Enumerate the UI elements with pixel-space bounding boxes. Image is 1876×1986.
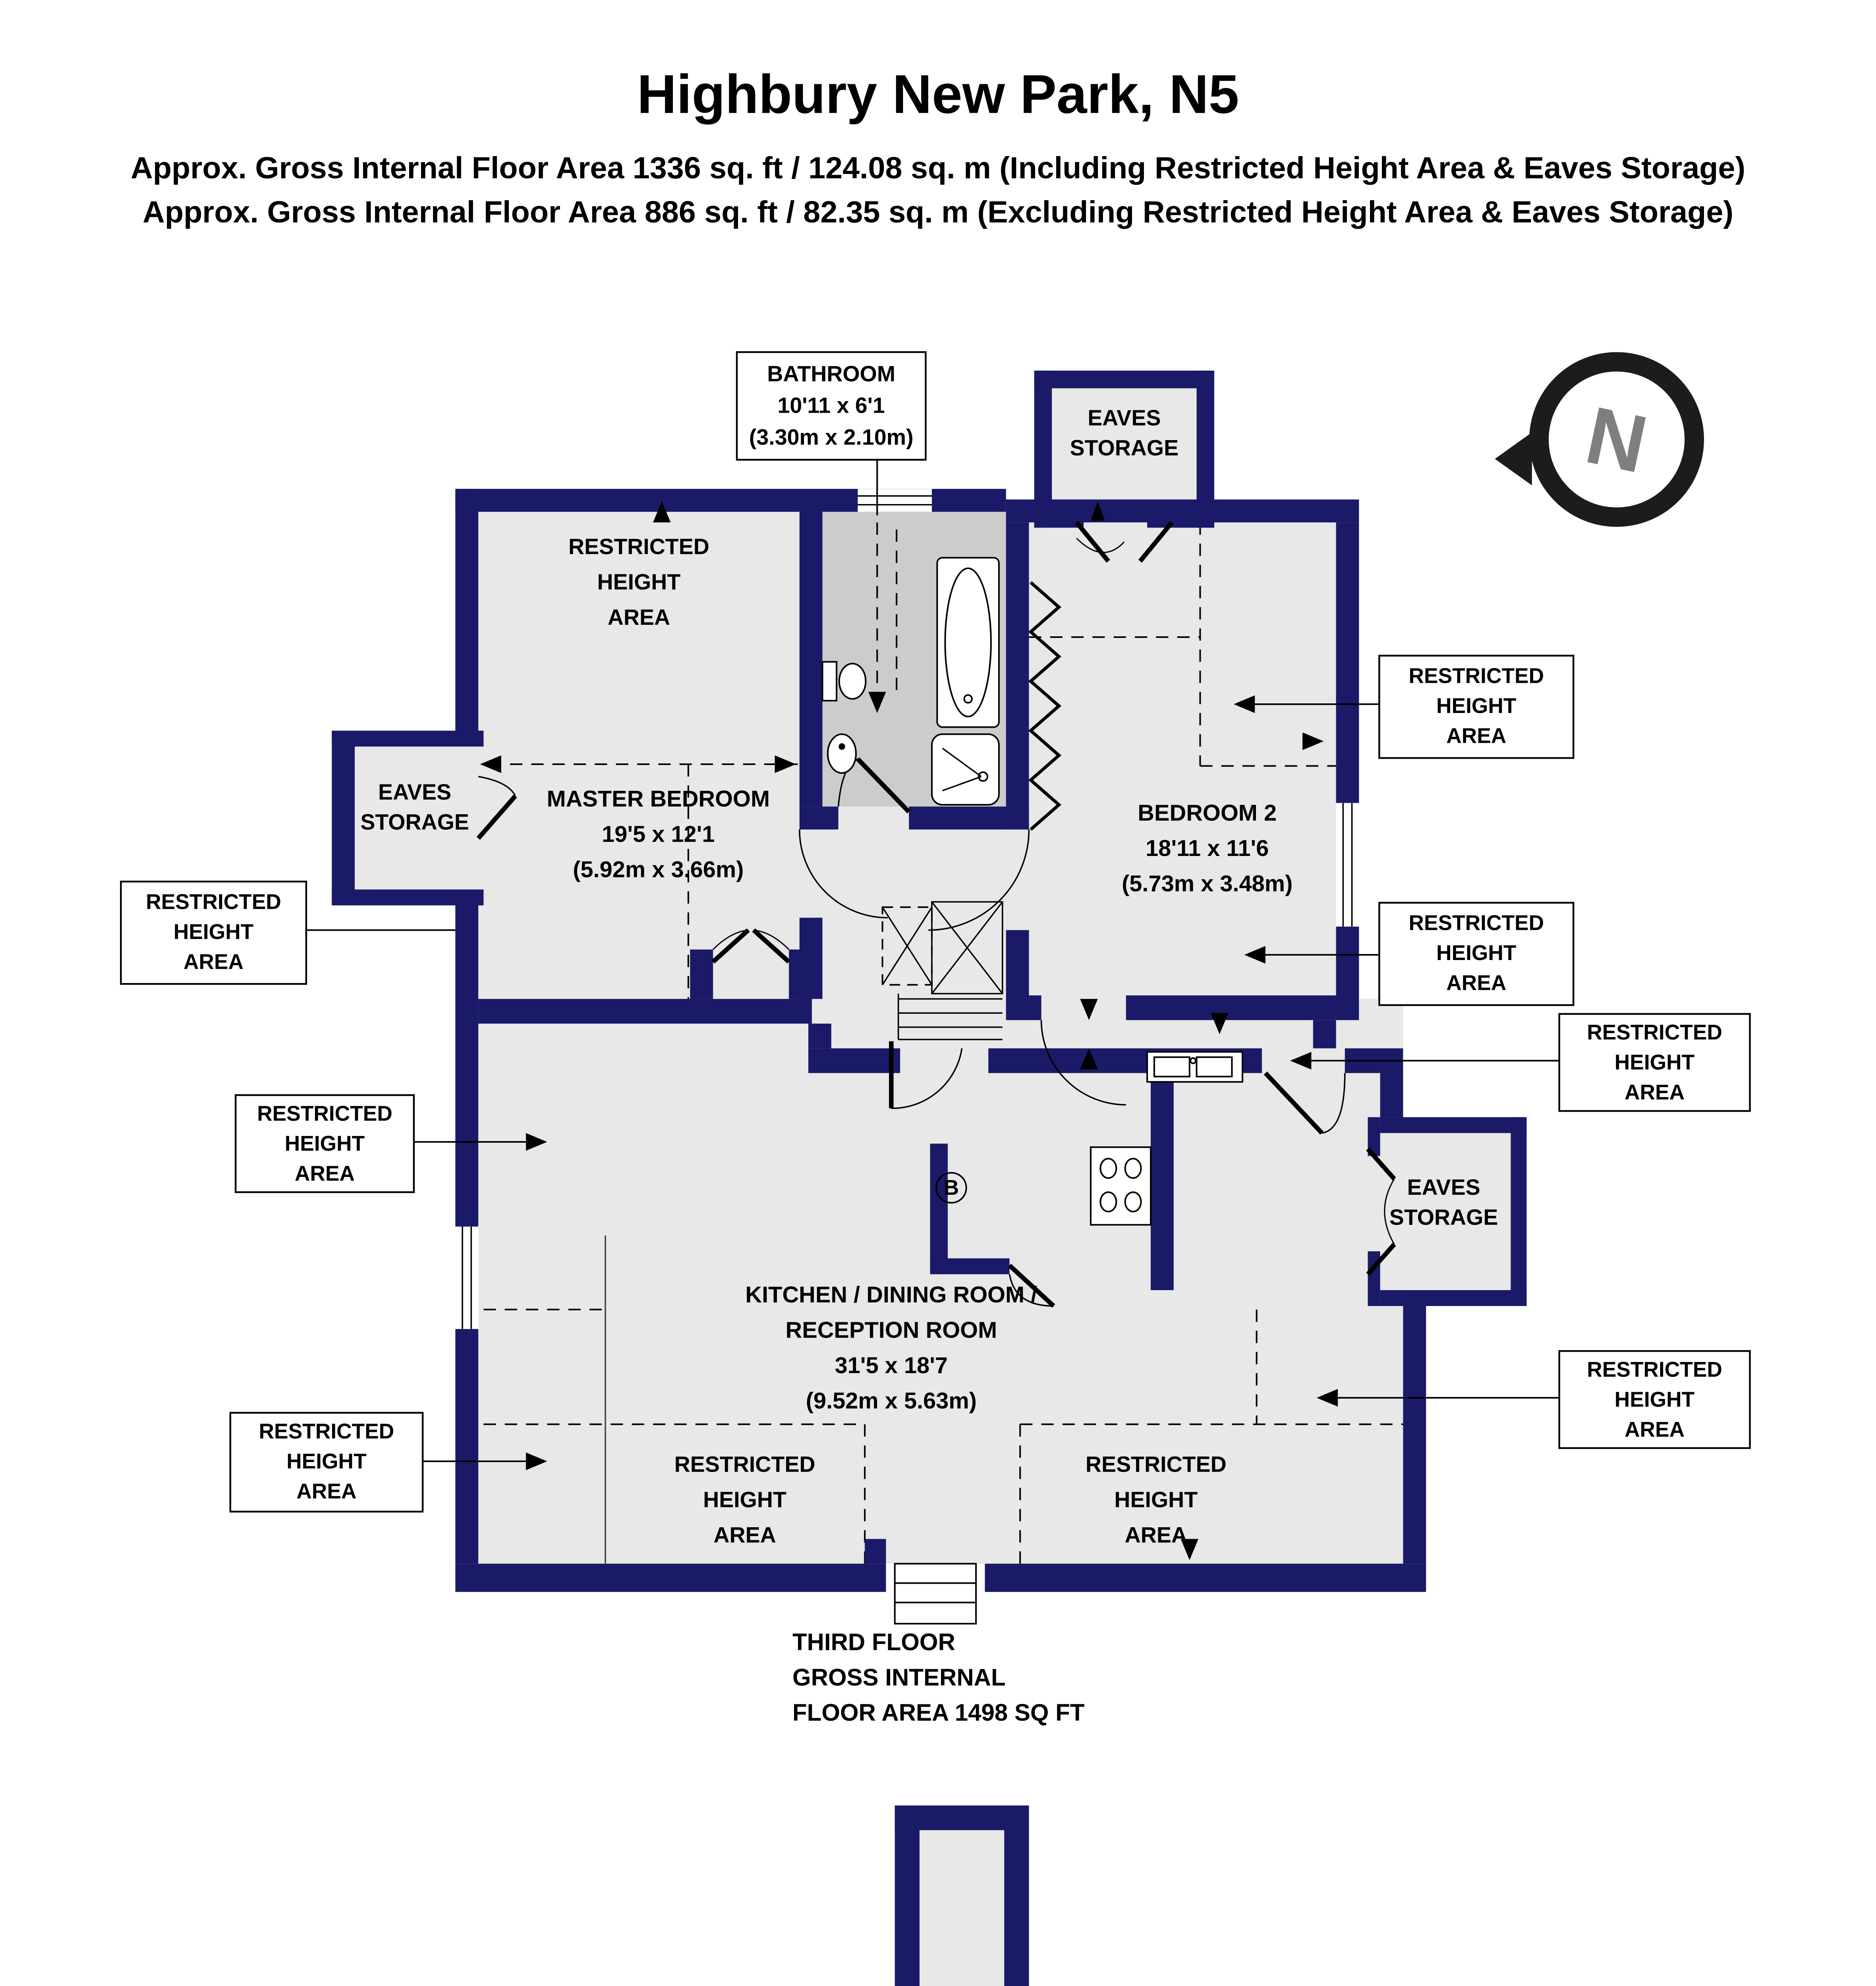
restricted-height-box-l0: RESTRICTED HEIGHT AREA: [120, 881, 307, 985]
arrows: [480, 501, 1338, 1560]
restricted-height-kitchen-left: RESTRICTED HEIGHT AREA: [674, 1452, 815, 1548]
leader-lines: [303, 457, 1559, 1462]
eaves-storage-label-top: EAVES STORAGE: [1070, 406, 1179, 461]
restricted-height-box-r3: RESTRICTED HEIGHT AREA: [1558, 1013, 1751, 1112]
eaves-storage-label-left: EAVES STORAGE: [360, 780, 469, 835]
restricted-height-box-l1: RESTRICTED HEIGHT AREA: [234, 1094, 415, 1193]
north-compass-icon: N: [1495, 352, 1704, 527]
restricted-height-box-r2: RESTRICTED HEIGHT AREA: [1378, 902, 1575, 1006]
restricted-height-kitchen-right: RESTRICTED HEIGHT AREA: [1085, 1452, 1227, 1548]
eaves-storage-label-right: EAVES STORAGE: [1389, 1175, 1498, 1230]
boiler-label: B: [943, 1175, 959, 1200]
bedroom-2-label: BEDROOM 2 18'11 x 11'6 (5.73m x 3.48m): [1122, 799, 1293, 897]
restricted-height-master: RESTRICTED HEIGHT AREA: [568, 535, 709, 630]
restricted-height-box-l2: RESTRICTED HEIGHT AREA: [229, 1412, 424, 1513]
subtitle-including: Approx. Gross Internal Floor Area 1336 s…: [131, 150, 1746, 185]
kitchen-fixtures: [1090, 1051, 1244, 1226]
restricted-height-box-r1: RESTRICTED HEIGHT AREA: [1378, 655, 1575, 759]
subtitle-excluding: Approx. Gross Internal Floor Area 886 sq…: [143, 194, 1734, 230]
restricted-height-box-r4: RESTRICTED HEIGHT AREA: [1558, 1350, 1751, 1449]
kitchen-label: KITCHEN / DINING ROOM / RECEPTION ROOM 3…: [745, 1281, 1037, 1414]
bathroom-callout: BATHROOM 10'11 x 6'1 (3.30m x 2.10m): [736, 351, 927, 461]
stairs-third-floor: [881, 901, 1003, 1040]
walls: [332, 371, 1527, 1986]
page-title: Highbury New Park, N5: [637, 63, 1239, 126]
third-floor-caption: THIRD FLOOR GROSS INTERNAL FLOOR AREA 14…: [792, 1629, 1085, 1726]
doors: [476, 521, 1396, 1308]
boiler-circle: [935, 1172, 967, 1204]
bathroom-fixtures: [821, 557, 1000, 806]
windows: [455, 489, 1359, 1625]
master-bedroom-label: MASTER BEDROOM 19'5 x 12'1 (5.92m x 3.66…: [547, 785, 770, 883]
